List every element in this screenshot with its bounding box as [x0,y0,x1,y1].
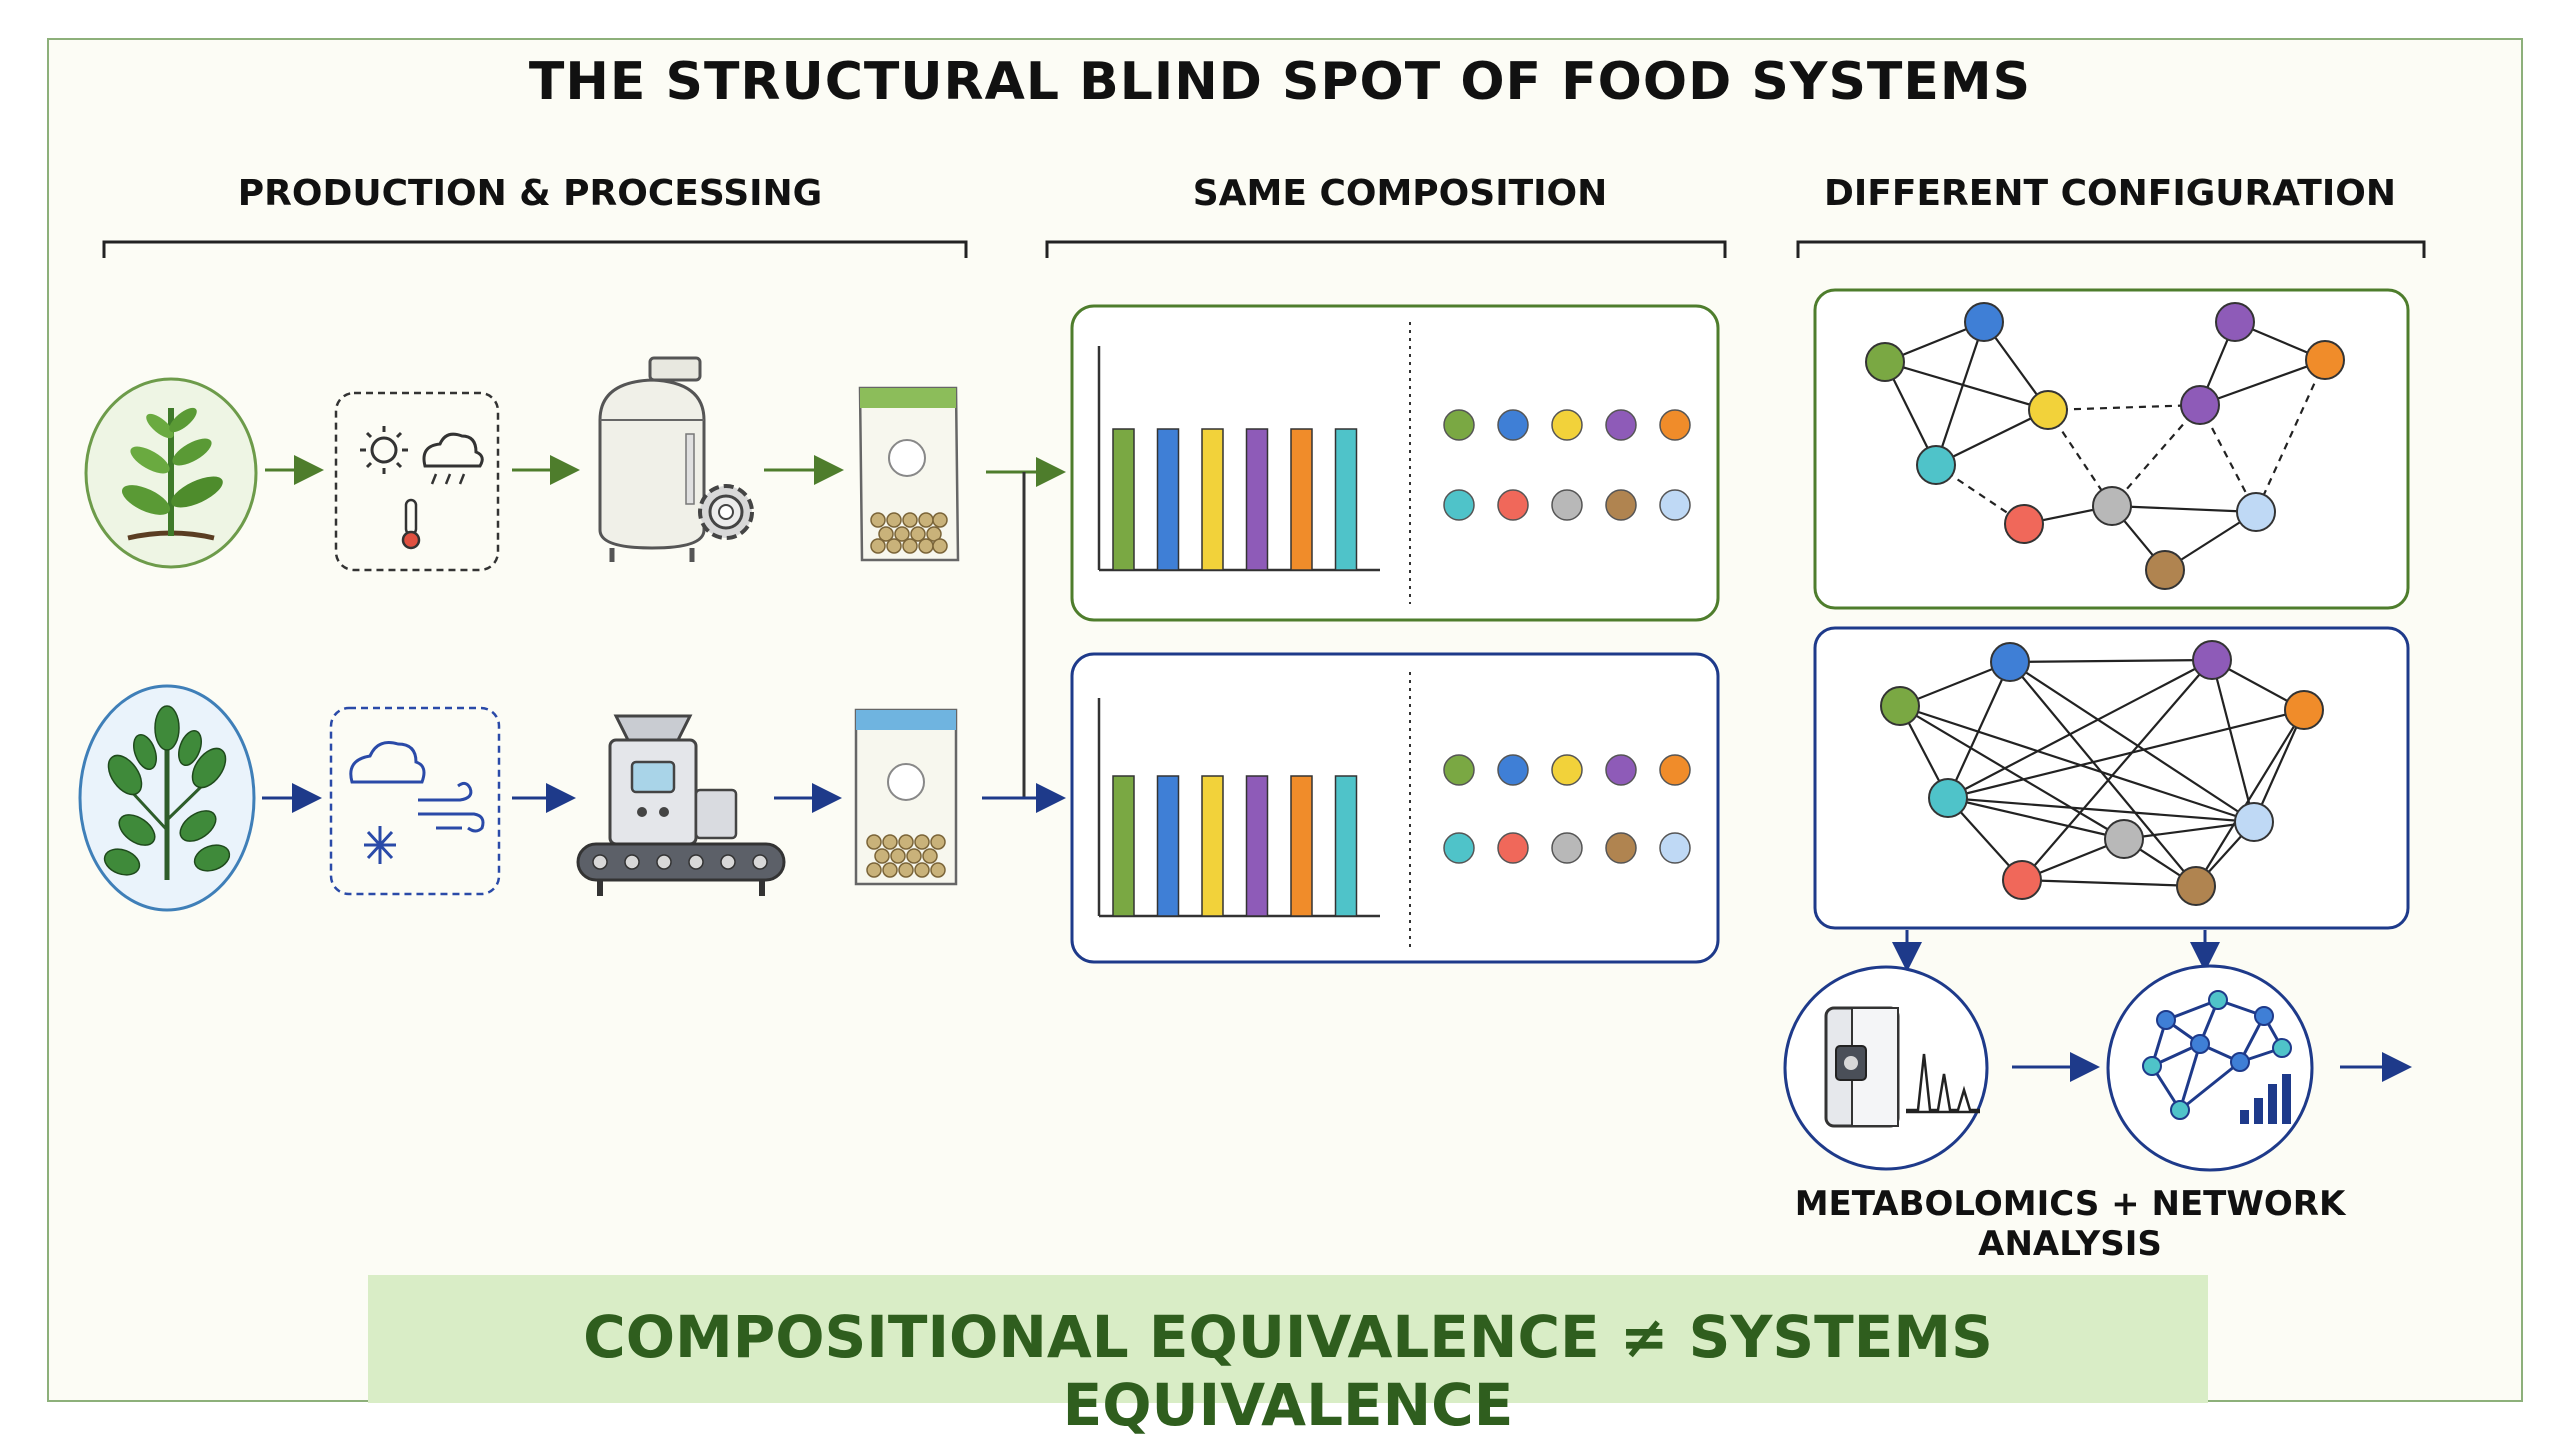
composition-bar [1156,775,1180,917]
metabolite-dot [1551,409,1583,441]
food-package-icon-row1 [858,386,960,562]
metabolite-dot [1605,409,1637,441]
analysis-caption: METABOLOMICS + NETWORK ANALYSIS [1794,1184,2346,1264]
metabolite-dot [1443,832,1475,864]
composition-bar [1156,428,1180,571]
composition-bar [1201,775,1224,917]
package-to-panel-connectors [982,457,1066,813]
metabolite-dot [1443,489,1475,521]
section-brackets [102,240,2426,258]
composition-bar [1334,428,1358,571]
composition-bar [1290,428,1313,571]
metabolite-dot [1659,832,1691,864]
metabolite-dot [1659,754,1691,786]
composition-panel-blue [1070,652,1720,964]
section-label-configuration: DIFFERENT CONFIGURATION [1824,173,2396,214]
bracket-production [102,240,968,258]
mass-spectrometer-icon [1783,965,1989,1171]
metabolite-dot [1605,832,1637,864]
network-panel-green [1813,288,2410,610]
conclusion-text: COMPOSITIONAL EQUIVALENCE ≠ SYSTEMS EQUI… [583,1303,1993,1439]
sun-cloud-thermometer-icon [334,391,500,572]
bracket-composition [1045,240,1727,258]
network-panel-blue [1813,626,2410,930]
composition-bar [1112,775,1135,917]
metabolite-dot [1659,489,1691,521]
composition-bar [1290,775,1313,917]
metabolite-dots-blue [1443,754,1691,864]
metabolite-dot [1443,754,1475,786]
food-package-icon-row2 [854,708,958,886]
composition-panel-green [1070,304,1720,622]
composition-bar [1245,428,1269,571]
section-label-production: PRODUCTION & PROCESSING [237,173,823,214]
metabolite-dot [1659,409,1691,441]
seedling-icon [84,377,258,569]
metabolite-dot [1497,832,1529,864]
composition-bar [1334,775,1358,917]
metabolite-dot [1551,489,1583,521]
bracket-configuration [1796,240,2426,258]
metabolite-dot [1551,754,1583,786]
diagram-title: THE STRUCTURAL BLIND SPOT OF FOOD SYSTEM… [528,52,2032,112]
composition-bars-green [1112,428,1358,571]
network-chart-icon [2106,964,2314,1172]
plant-icon [78,684,256,912]
composition-bar [1201,428,1224,571]
metabolite-dots-green [1443,409,1691,521]
metabolite-dot [1497,754,1529,786]
conveyor-machine-icon [576,714,786,896]
section-label-composition: SAME COMPOSITION [1192,173,1608,214]
metabolite-dot [1497,489,1529,521]
composition-bars-blue [1112,775,1358,917]
cloud-snow-wind-icon [329,706,501,896]
composition-bar [1112,428,1135,571]
metabolite-dot [1605,489,1637,521]
tank-gear-icon [598,356,754,562]
composition-bar [1245,775,1269,917]
metabolite-dot [1443,409,1475,441]
metabolite-dot [1551,832,1583,864]
metabolite-dot [1497,409,1529,441]
conclusion-banner: COMPOSITIONAL EQUIVALENCE ≠ SYSTEMS EQUI… [368,1275,2208,1439]
metabolite-dot [1605,754,1637,786]
